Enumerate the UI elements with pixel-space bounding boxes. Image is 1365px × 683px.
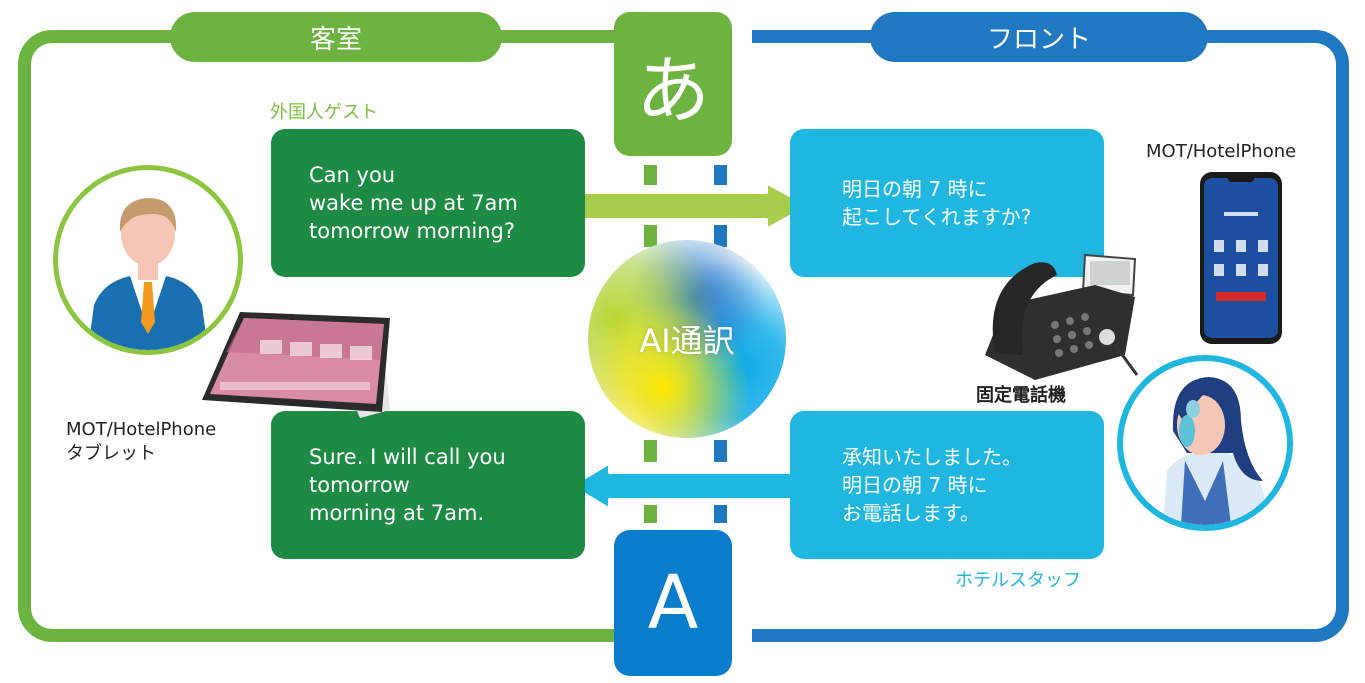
connector-dash <box>714 225 727 247</box>
connector-dash <box>644 505 657 523</box>
english-glyph: A <box>647 560 699 646</box>
hotel-staff-icon <box>1163 377 1271 525</box>
tablet-label-line1: MOT/HotelPhone <box>66 419 217 440</box>
staff-avatar <box>1117 355 1293 531</box>
room-section-label: 客室 <box>170 12 502 62</box>
smartphone-icon <box>1200 172 1282 344</box>
tablet-label-line2: タブレット <box>66 443 156 464</box>
bubble-line: 明日の朝 7 時に <box>842 473 988 497</box>
connector-dash <box>714 165 727 185</box>
guest-question-bubble: Can you wake me up at 7am tomorrow morni… <box>271 129 585 277</box>
bubble-line: wake me up at 7am <box>309 191 518 215</box>
bubble-line: tomorrow <box>309 473 410 497</box>
businessman-icon <box>88 198 208 350</box>
room-label-text: 客室 <box>309 24 362 55</box>
guest-answer-bubble: Sure. I will call you tomorrow morning a… <box>271 411 585 559</box>
bubble-line: 明日の朝 7 時に <box>842 177 988 201</box>
bubble-line: 起こしてくれますか? <box>842 205 1032 229</box>
bubble-line: 承知いたしました。 <box>842 445 1022 469</box>
bubble-line: tomorrow morning? <box>309 219 516 243</box>
connector-dash <box>714 505 727 523</box>
front-label-text: フロント <box>986 24 1091 55</box>
bubble-line: morning at 7am. <box>309 501 485 525</box>
arrow-left-icon <box>568 460 808 512</box>
guest-role-label: 外国人ゲスト <box>270 102 378 123</box>
tablet-label: MOT/HotelPhone タブレット <box>66 418 216 466</box>
bubble-line: Sure. I will call you <box>309 445 506 469</box>
connector-dash <box>644 440 657 462</box>
staff-role-label: ホテルスタッフ <box>955 570 1081 591</box>
ai-translation-circle: AI通訳 <box>588 240 786 438</box>
staff-answer-bubble: 承知いたしました。 明日の朝 7 時に お電話します。 <box>790 411 1104 559</box>
desk-phone-label: 固定電話機 <box>976 385 1066 406</box>
front-section-label: フロント <box>870 12 1208 62</box>
connector-dash <box>644 165 657 185</box>
japanese-language-box: あ <box>614 12 732 156</box>
connector-dash <box>714 440 727 462</box>
guest-avatar <box>53 165 243 355</box>
connector-dash <box>644 225 657 247</box>
staff-question-bubble: 明日の朝 7 時に 起こしてくれますか? <box>790 129 1104 277</box>
bubble-line: お電話します。 <box>842 501 980 525</box>
mobile-label: MOT/HotelPhone <box>1146 141 1297 162</box>
tablet-device-icon <box>202 312 390 418</box>
english-language-box: A <box>614 530 732 676</box>
desk-phone-icon <box>985 253 1139 380</box>
japanese-glyph: あ <box>636 47 710 134</box>
bubble-line: Can you <box>309 163 396 187</box>
arrow-right-icon <box>568 180 812 232</box>
ai-label: AI通訳 <box>639 322 735 360</box>
